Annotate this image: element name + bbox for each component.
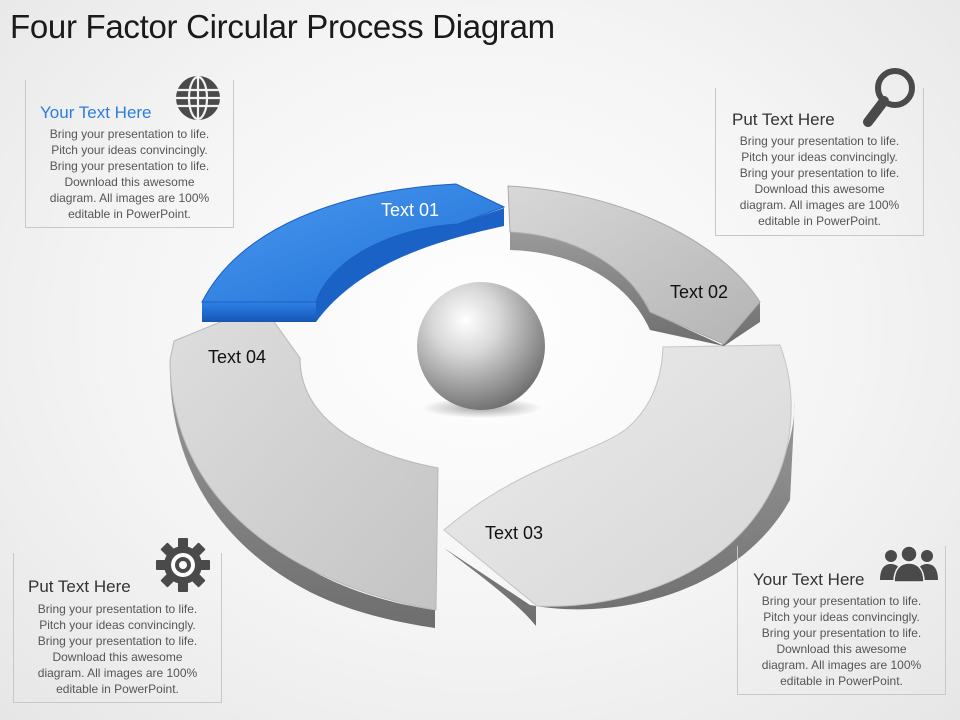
segment-04 [169,304,439,628]
box-line: diagram. All images are 100% [739,198,900,212]
box-heading: Your Text Here [40,103,152,122]
box-line: editable in PowerPoint. [780,674,903,688]
box-body: Bring your presentation to life. Pitch y… [32,126,227,222]
box-line: Download this awesome [776,642,907,656]
box-line: Pitch your ideas convincingly. [51,143,208,157]
segment-04-top [169,304,439,611]
segment-02 [507,185,761,346]
box-line: diagram. All images are 100% [49,191,210,205]
center-sphere [417,282,545,410]
segment-03-top [443,344,792,607]
box-body: Bring your presentation to life. Pitch y… [722,133,917,229]
box-line: Bring your presentation to life. [739,166,900,180]
text-box-bottom-left: Put Text Here Bring your presentation to… [13,553,222,703]
box-line: editable in PowerPoint. [56,682,179,696]
segment-03-label: Text 03 [485,523,543,543]
box-line: Bring your presentation to life. [49,127,210,141]
box-heading: Your Text Here [753,570,865,589]
box-line: Bring your presentation to life. [761,626,922,640]
segment-02-label: Text 02 [670,282,728,302]
box-line: editable in PowerPoint. [68,207,191,221]
segment-01-side [202,302,316,322]
box-line: diagram. All images are 100% [761,658,922,672]
box-line: Bring your presentation to life. [761,594,922,608]
box-line: Download this awesome [52,650,183,664]
gear-icon [156,538,210,592]
box-body: Bring your presentation to life. Pitch y… [744,593,939,689]
segment-03 [443,344,795,626]
globe-icon [176,75,220,121]
segment-02-top [507,185,761,345]
box-body: Bring your presentation to life. Pitch y… [20,601,215,697]
box-line: Download this awesome [754,182,885,196]
segment-04-label: Text 04 [208,347,266,367]
box-line: editable in PowerPoint. [758,214,881,228]
users-icon [880,545,938,583]
box-line: Bring your presentation to life. [739,134,900,148]
box-line: Pitch your ideas convincingly. [763,610,920,624]
segment-04-side [169,360,435,628]
page-title: Four Factor Circular Process Diagram [10,8,555,45]
segment-01-inner-side [316,208,504,322]
segment-01-top [201,183,506,303]
segment-01-label: Text 01 [381,200,439,220]
box-line: Bring your presentation to life. [49,159,210,173]
box-line: diagram. All images are 100% [37,666,198,680]
text-box-top-right: Put Text Here Bring your presentation to… [715,88,924,236]
box-line: Download this awesome [64,175,195,189]
box-heading: Put Text Here [28,577,131,596]
magnifier-icon [863,68,915,127]
segment-03-side [444,400,795,626]
box-line: Pitch your ideas convincingly. [741,150,898,164]
text-box-bottom-right: Your Text Here Bring your presentation t… [737,546,946,695]
box-heading: Put Text Here [732,110,835,129]
box-line: Bring your presentation to life. [37,602,198,616]
segment-01 [201,183,506,322]
box-line: Bring your presentation to life. [37,634,198,648]
box-line: Pitch your ideas convincingly. [39,618,196,632]
text-box-top-left: Your Text Here Bring your presentation t… [25,80,234,228]
